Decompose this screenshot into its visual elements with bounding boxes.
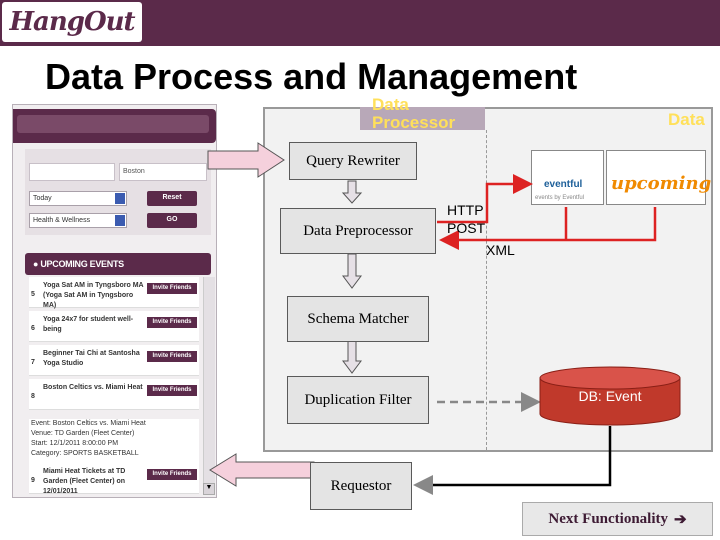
upcoming-source: upcoming — [606, 150, 711, 205]
next-functionality-label: Next Functionality — [548, 510, 668, 527]
down-arrow-1 — [341, 180, 363, 204]
event-number: 5 — [31, 291, 35, 298]
invite-friends-button[interactable]: Invite Friends — [147, 283, 197, 294]
detail-start: Start: 12/1/2011 8:00:00 PM — [31, 440, 119, 447]
data-preprocessor-box: Data Preprocessor — [280, 208, 436, 254]
event-number: 9 — [31, 477, 35, 484]
upcoming-events-title: UPCOMING EVENTS — [40, 259, 124, 269]
down-arrow-2 — [342, 253, 362, 289]
event-number: 8 — [31, 393, 35, 400]
app-screenshot-panel: Boston Today Reset Health & Wellness GO … — [12, 104, 217, 498]
eventful-subtitle: events by Eventful — [535, 195, 585, 201]
upcoming-logo: upcoming — [611, 173, 712, 194]
arrow-back-to-app — [209, 453, 315, 487]
event-title: Yoga 24x7 for student well-being — [43, 316, 134, 333]
dashed-divider — [486, 130, 487, 450]
event-row[interactable]: 7 Beginner Tai Chi at Santosha Yoga Stud… — [29, 345, 199, 376]
event-title: Beginner Tai Chi at Santosha Yoga Studio — [43, 350, 140, 367]
data-label: Data — [668, 110, 705, 129]
xml-label: XML — [486, 242, 515, 258]
db-event-label: DB: Event — [578, 388, 642, 404]
go-button[interactable]: GO — [147, 213, 197, 228]
db-cylinder — [539, 366, 681, 426]
data-processor-label: Data Processor — [372, 95, 456, 132]
date-select-value: Today — [33, 195, 52, 202]
invite-friends-button[interactable]: Invite Friends — [147, 385, 197, 396]
event-number: 6 — [31, 325, 35, 332]
invite-friends-button[interactable]: Invite Friends — [147, 469, 197, 480]
detail-event: Event: Boston Celtics vs. Miami Heat — [31, 420, 146, 427]
app-scrollbar[interactable] — [203, 277, 215, 495]
schema-matcher-box: Schema Matcher — [287, 296, 429, 342]
date-select[interactable]: Today — [29, 191, 127, 206]
db-to-requestor-line — [413, 426, 612, 495]
http-post-label: HTTP POST — [447, 202, 486, 236]
event-row[interactable]: 5 Yoga Sat AM in Tyngsboro MA (Yoga Sat … — [29, 277, 199, 309]
keyword-field[interactable] — [29, 163, 115, 181]
page-title: Data Process and Management — [45, 56, 578, 97]
requestor-box: Requestor — [310, 462, 412, 510]
arrow-right-icon: ➔ — [674, 511, 687, 528]
invite-friends-button[interactable]: Invite Friends — [147, 351, 197, 362]
xml-line — [439, 207, 657, 250]
logo-text: HangOut — [9, 7, 135, 37]
event-number: 7 — [31, 359, 35, 366]
event-detail: Event: Boston Celtics vs. Miami Heat Ven… — [29, 419, 199, 463]
next-functionality-button[interactable]: Next Functionality ➔ — [522, 502, 713, 536]
detail-category: Category: SPORTS BASKETBALL — [31, 450, 139, 457]
duplication-filter-box: Duplication Filter — [287, 376, 429, 424]
scroll-down-icon[interactable]: ▼ — [203, 483, 215, 495]
app-top-bar-inner — [17, 115, 209, 133]
chevron-down-icon — [115, 193, 125, 204]
http-post-line — [437, 174, 533, 224]
down-arrow-3 — [342, 340, 362, 374]
category-select-value: Health & Wellness — [33, 217, 91, 224]
event-row[interactable]: 6 Yoga 24x7 for student well-being Invit… — [29, 311, 199, 342]
eventful-source: eventful events by Eventful — [531, 150, 604, 205]
query-rewriter-box: Query Rewriter — [289, 142, 417, 180]
detail-venue: Venue: TD Garden (Fleet Center) — [31, 430, 135, 437]
search-panel: Boston Today Reset Health & Wellness GO — [25, 149, 211, 235]
data-processor-tag — [360, 107, 485, 130]
event-title: Boston Celtics vs. Miami Heat — [43, 384, 143, 391]
eventful-logo: eventful — [544, 179, 583, 190]
reset-button[interactable]: Reset — [147, 191, 197, 206]
location-field[interactable]: Boston — [119, 163, 207, 181]
category-select[interactable]: Health & Wellness — [29, 213, 127, 228]
arrow-into-query-rewriter — [207, 142, 285, 178]
invite-friends-button[interactable]: Invite Friends — [147, 317, 197, 328]
hangout-logo[interactable]: HangOut — [2, 2, 142, 42]
event-row[interactable]: 8 Boston Celtics vs. Miami Heat Invite F… — [29, 379, 199, 410]
event-title: Miami Heat Tickets at TD Garden (Fleet C… — [43, 468, 126, 495]
chevron-down-icon — [115, 215, 125, 226]
upcoming-events-header: ● UPCOMING EVENTS — [25, 253, 211, 275]
event-title: Yoga Sat AM in Tyngsboro MA (Yoga Sat AM… — [43, 282, 144, 309]
event-row[interactable]: 9 Miami Heat Tickets at TD Garden (Fleet… — [29, 463, 199, 495]
